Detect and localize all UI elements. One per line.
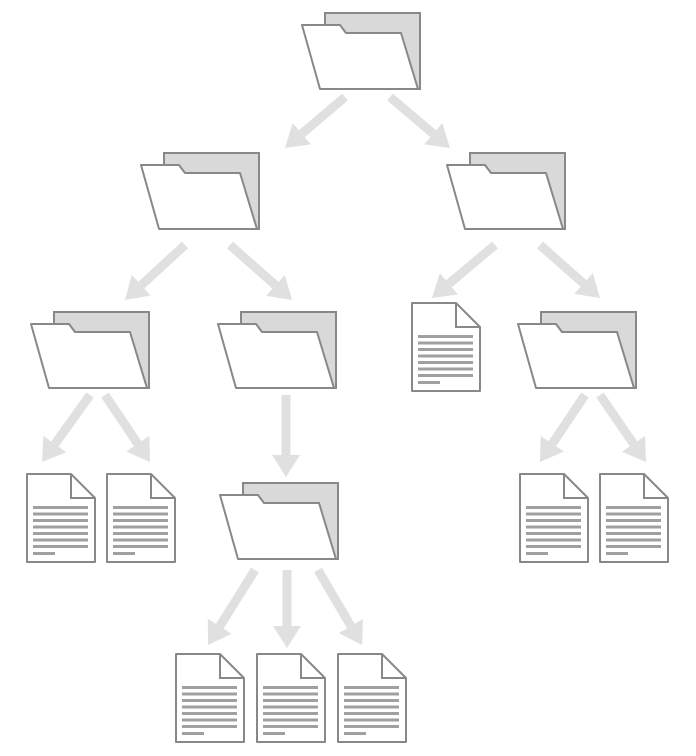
text-line xyxy=(418,367,473,371)
document-icon xyxy=(337,653,407,743)
text-line xyxy=(344,718,399,722)
arrow xyxy=(207,567,259,645)
text-line xyxy=(526,532,581,535)
text-line xyxy=(526,538,581,542)
arrow xyxy=(42,392,94,462)
arrow xyxy=(227,241,292,300)
text-line xyxy=(113,538,168,542)
text-line xyxy=(33,519,88,522)
arrow xyxy=(596,392,646,462)
text-line xyxy=(33,538,88,542)
arrow xyxy=(540,392,589,462)
document-icon xyxy=(519,473,589,563)
text-line xyxy=(263,686,318,689)
text-line xyxy=(113,552,135,555)
text-line xyxy=(418,335,473,338)
text-line xyxy=(182,705,237,709)
text-line xyxy=(344,725,399,728)
text-line xyxy=(418,374,473,377)
text-line xyxy=(344,686,399,689)
text-line xyxy=(606,538,661,542)
text-line xyxy=(526,512,581,516)
text-line xyxy=(526,519,581,522)
arrow xyxy=(314,567,363,645)
arrow xyxy=(387,93,450,148)
arrow xyxy=(101,392,150,462)
text-line xyxy=(526,525,581,529)
folder-icon xyxy=(446,152,566,230)
arrow xyxy=(537,241,600,298)
text-line xyxy=(182,699,237,702)
text-line xyxy=(182,732,204,735)
text-line xyxy=(606,532,661,535)
arrow xyxy=(272,395,300,477)
text-line xyxy=(344,712,399,715)
text-line xyxy=(113,512,168,516)
text-line xyxy=(263,692,318,696)
text-line xyxy=(33,525,88,529)
text-line xyxy=(182,725,237,728)
text-line xyxy=(113,519,168,522)
folder-icon xyxy=(217,311,337,389)
text-line xyxy=(526,506,581,509)
text-line xyxy=(418,381,440,384)
text-line xyxy=(263,718,318,722)
arrow xyxy=(273,570,301,648)
document-icon xyxy=(599,473,669,563)
folder-icon xyxy=(140,152,260,230)
text-line xyxy=(606,552,628,555)
text-line xyxy=(263,712,318,715)
folder-icon xyxy=(517,311,637,389)
text-line xyxy=(606,545,661,548)
text-line xyxy=(344,692,399,696)
text-line xyxy=(33,552,55,555)
text-line xyxy=(344,705,399,709)
arrow xyxy=(125,241,189,300)
document-icon xyxy=(256,653,326,743)
text-line xyxy=(113,506,168,509)
text-line xyxy=(418,341,473,345)
text-line xyxy=(33,512,88,516)
text-line xyxy=(418,361,473,364)
document-icon xyxy=(26,473,96,563)
text-line xyxy=(606,506,661,509)
text-line xyxy=(182,712,237,715)
text-line xyxy=(418,354,473,358)
text-line xyxy=(113,532,168,535)
text-line xyxy=(263,725,318,728)
document-icon xyxy=(411,302,481,392)
text-line xyxy=(606,512,661,516)
text-line xyxy=(526,545,581,548)
text-line xyxy=(606,525,661,529)
text-line xyxy=(113,525,168,529)
text-line xyxy=(182,692,237,696)
text-line xyxy=(182,686,237,689)
text-line xyxy=(526,552,548,555)
text-line xyxy=(344,699,399,702)
text-line xyxy=(33,506,88,509)
arrow xyxy=(432,241,498,298)
text-line xyxy=(418,348,473,351)
text-line xyxy=(263,705,318,709)
text-line xyxy=(606,519,661,522)
text-line xyxy=(263,699,318,702)
document-icon xyxy=(175,653,245,743)
arrow xyxy=(285,93,348,148)
text-line xyxy=(263,732,285,735)
folder-icon xyxy=(30,311,150,389)
folder-icon xyxy=(219,482,339,560)
text-line xyxy=(33,545,88,548)
text-line xyxy=(33,532,88,535)
text-line xyxy=(344,732,366,735)
text-line xyxy=(182,718,237,722)
folder-icon xyxy=(301,12,421,90)
text-line xyxy=(113,545,168,548)
document-icon xyxy=(106,473,176,563)
